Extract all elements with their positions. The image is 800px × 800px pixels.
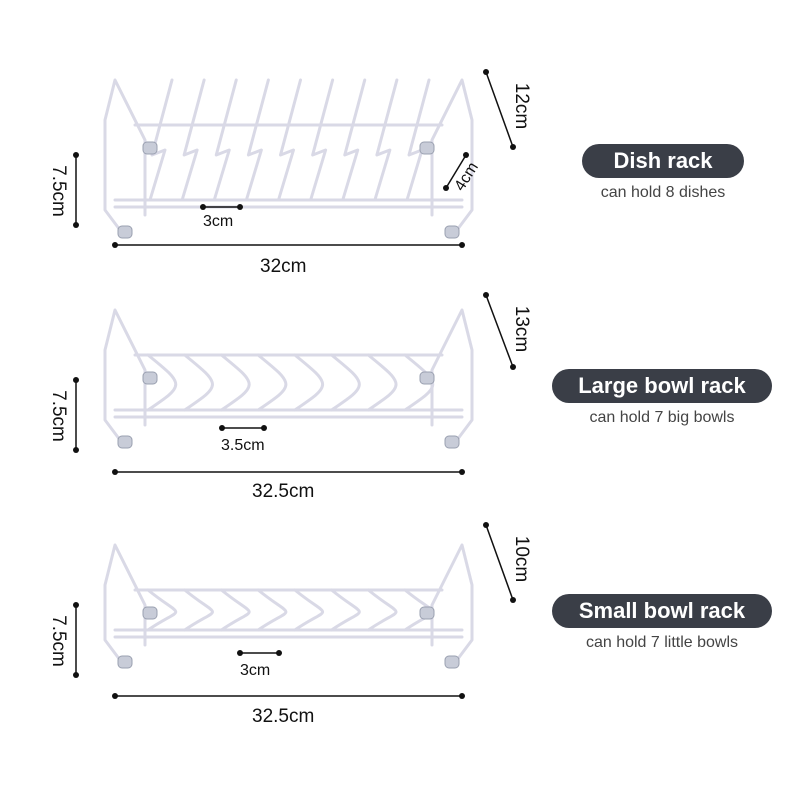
large-bowl-rack-panel: 7.5cm 3.5cm 32.5cm 13cm Large bowl rack … bbox=[0, 285, 800, 535]
spacing-label: 3cm bbox=[240, 662, 271, 679]
rack-slot-wire bbox=[293, 353, 325, 412]
rack-slot-wire bbox=[244, 78, 270, 202]
rack-foot bbox=[419, 141, 435, 155]
rack-foot bbox=[444, 435, 460, 449]
rack-slot-wire bbox=[330, 588, 361, 632]
rack-slot-wire bbox=[219, 588, 251, 632]
rack-title-badge: Small bowl rack bbox=[552, 594, 772, 628]
spacing-label: 3cm bbox=[203, 213, 234, 230]
rack-caption: can hold 7 little bowls bbox=[585, 634, 739, 651]
left-end-frame bbox=[103, 543, 147, 662]
rack-slot-wire bbox=[256, 353, 288, 412]
rack-slot-wire bbox=[183, 353, 214, 412]
rack-slot-wire bbox=[405, 78, 431, 202]
rack-slot-wire bbox=[366, 588, 398, 632]
rack-slot-wire bbox=[366, 353, 398, 412]
rack-foot bbox=[419, 371, 435, 385]
length-label: 32cm bbox=[260, 256, 307, 277]
spacing-label: 3.5cm bbox=[221, 437, 265, 454]
right-end-frame bbox=[430, 308, 474, 442]
rack-slot-wire bbox=[180, 78, 206, 202]
depth-label: 13cm bbox=[511, 305, 533, 353]
dish-rack-illustration bbox=[73, 69, 516, 248]
left-end-frame bbox=[103, 308, 147, 442]
large-bowl-rack-illustration bbox=[73, 292, 516, 475]
rack-foot bbox=[142, 371, 158, 385]
rack-caption: can hold 7 big bowls bbox=[589, 409, 735, 426]
rack-slot-wire bbox=[277, 78, 302, 202]
rack-slot-wire bbox=[309, 78, 335, 202]
rack-slot-wire bbox=[146, 353, 178, 412]
rack-title-badge: Dish rack bbox=[582, 144, 744, 178]
right-end-frame bbox=[430, 543, 474, 662]
rack-foot bbox=[142, 141, 158, 155]
depth-label: 10cm bbox=[511, 535, 533, 583]
rack-slot-wire bbox=[293, 588, 324, 632]
rack-slot-wire bbox=[341, 78, 367, 202]
height-label: 7.5cm bbox=[47, 165, 69, 217]
rack-foot bbox=[444, 655, 460, 669]
rack-foot bbox=[444, 225, 460, 239]
rack-foot bbox=[142, 606, 158, 620]
length-label: 32.5cm bbox=[252, 706, 315, 727]
small-bowl-rack-panel: 7.5cm 3cm 32.5cm 10cm Small bowl rack ca… bbox=[0, 510, 800, 760]
rack-foot bbox=[117, 655, 133, 669]
rack-title-badge: Large bowl rack bbox=[552, 369, 772, 403]
rack-slot-wire bbox=[146, 588, 178, 632]
rack-foot bbox=[419, 606, 435, 620]
rack-slot-wire bbox=[212, 78, 238, 202]
rack-slot-wire bbox=[403, 353, 435, 412]
rack-slot-wire bbox=[148, 78, 174, 202]
rack-slot-wire bbox=[330, 353, 361, 412]
length-label: 32.5cm bbox=[252, 481, 315, 502]
height-label: 7.5cm bbox=[47, 615, 69, 667]
height-label: 7.5cm bbox=[47, 390, 69, 442]
rack-slot-wire bbox=[219, 353, 251, 412]
small-bowl-rack-illustration bbox=[73, 522, 516, 699]
rack-slot-wire bbox=[373, 78, 399, 202]
rack-caption: can hold 8 dishes bbox=[600, 184, 726, 201]
rack-foot bbox=[117, 225, 133, 239]
depth-label: 12cm bbox=[511, 82, 533, 130]
dish-rack-panel: 7.5cm 3cm 32cm 12cm 4cm Dish rack can ho… bbox=[0, 60, 800, 310]
rack-slot-wire bbox=[183, 588, 214, 632]
rack-slot-wire bbox=[256, 588, 288, 632]
rack-foot bbox=[117, 435, 133, 449]
